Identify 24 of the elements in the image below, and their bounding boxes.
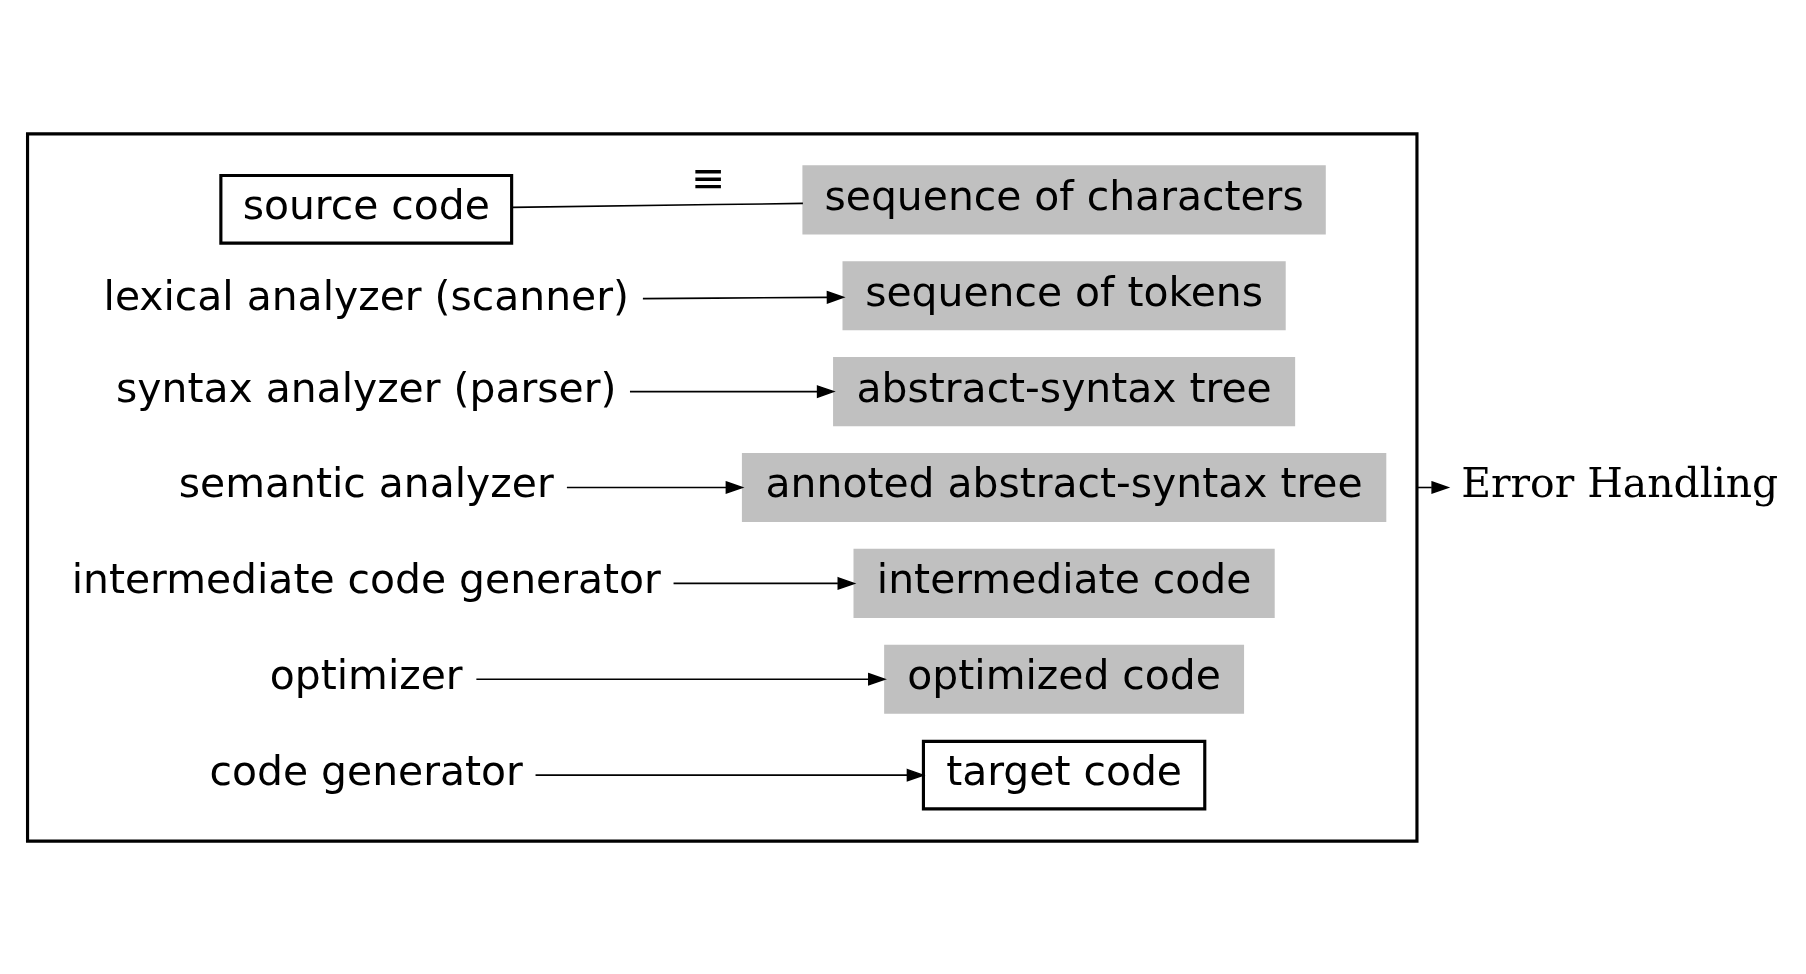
edge-label: ≡	[690, 153, 726, 202]
arrow	[566, 480, 745, 494]
node-box: target code	[921, 739, 1207, 810]
node-box: sequence of characters	[802, 164, 1326, 234]
node-box: annoted abstract-syntax tree	[741, 452, 1387, 522]
node-box: sequence of tokens	[842, 260, 1286, 330]
node-text: code generator	[209, 746, 523, 795]
arrow	[629, 384, 836, 398]
arrow	[642, 290, 846, 304]
node-text: Error Handling	[1461, 458, 1779, 507]
node-box: source code	[219, 173, 514, 245]
arrow	[534, 768, 926, 782]
cluster	[26, 131, 1419, 843]
node-text: syntax analyzer (parser)	[116, 363, 617, 412]
arrow	[672, 576, 857, 590]
node-text: semantic analyzer	[178, 458, 554, 507]
node-text: intermediate code generator	[71, 554, 661, 603]
node-text: lexical analyzer (scanner)	[103, 271, 629, 320]
node-box: abstract-syntax tree	[833, 356, 1296, 426]
arrow	[475, 672, 887, 686]
node-box: intermediate code	[853, 548, 1275, 618]
node-text: optimizer	[269, 650, 463, 699]
connector	[510, 202, 804, 208]
node-box: optimized code	[884, 644, 1245, 714]
